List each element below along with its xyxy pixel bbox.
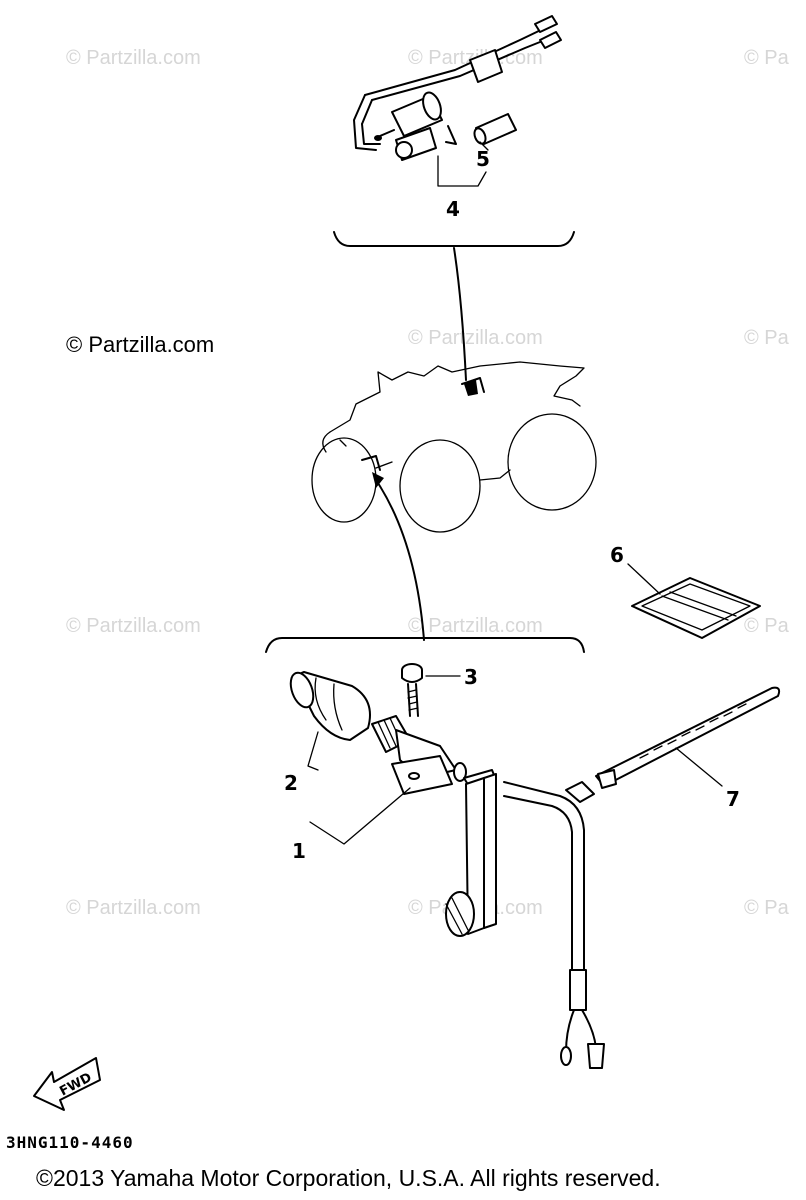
callout-6: 6 xyxy=(610,543,624,567)
watermark: © Partzilla.com xyxy=(66,615,201,637)
group-bracket-bottom xyxy=(265,637,585,653)
callout-3: 3 xyxy=(464,665,478,689)
callout-2: 2 xyxy=(284,771,298,795)
watermark-dark: © Partzilla.com xyxy=(66,332,214,357)
callout-1: 1 xyxy=(292,839,306,863)
leader-to-atv-bottom xyxy=(375,479,425,641)
watermark: © Partzilla.com xyxy=(66,47,201,69)
part-code: 3HNG110-4460 xyxy=(6,1133,134,1152)
cable-tie-part-7 xyxy=(565,686,781,803)
switch-assembly xyxy=(289,671,605,1069)
fwd-arrow-icon: FWD xyxy=(33,1057,101,1111)
watermark: © Pa xyxy=(744,897,790,919)
watermark: © Partzilla.com xyxy=(66,897,201,919)
callout-7: 7 xyxy=(726,787,740,811)
atv-front-wheel xyxy=(311,437,377,523)
screw-part-3 xyxy=(401,663,423,717)
watermark: © Pa xyxy=(744,615,790,637)
atv-front-wheel-2 xyxy=(399,439,481,533)
fuse-holder-assembly xyxy=(353,15,562,161)
watermark: © Partzilla.com xyxy=(408,615,543,637)
atv-rear-wheel xyxy=(507,413,597,511)
copyright-text: ©2013 Yamaha Motor Corporation, U.S.A. A… xyxy=(36,1165,661,1191)
watermark: © Partzilla.com xyxy=(408,327,543,349)
atv-outline xyxy=(311,361,597,533)
pad-part-6 xyxy=(631,577,761,639)
watermark: © Pa xyxy=(744,47,790,69)
group-bracket-top xyxy=(333,231,575,247)
leader-to-atv-top xyxy=(453,247,467,381)
callout-4: 4 xyxy=(446,197,460,221)
watermark: © Pa xyxy=(744,327,790,349)
callout-5: 5 xyxy=(476,147,490,171)
